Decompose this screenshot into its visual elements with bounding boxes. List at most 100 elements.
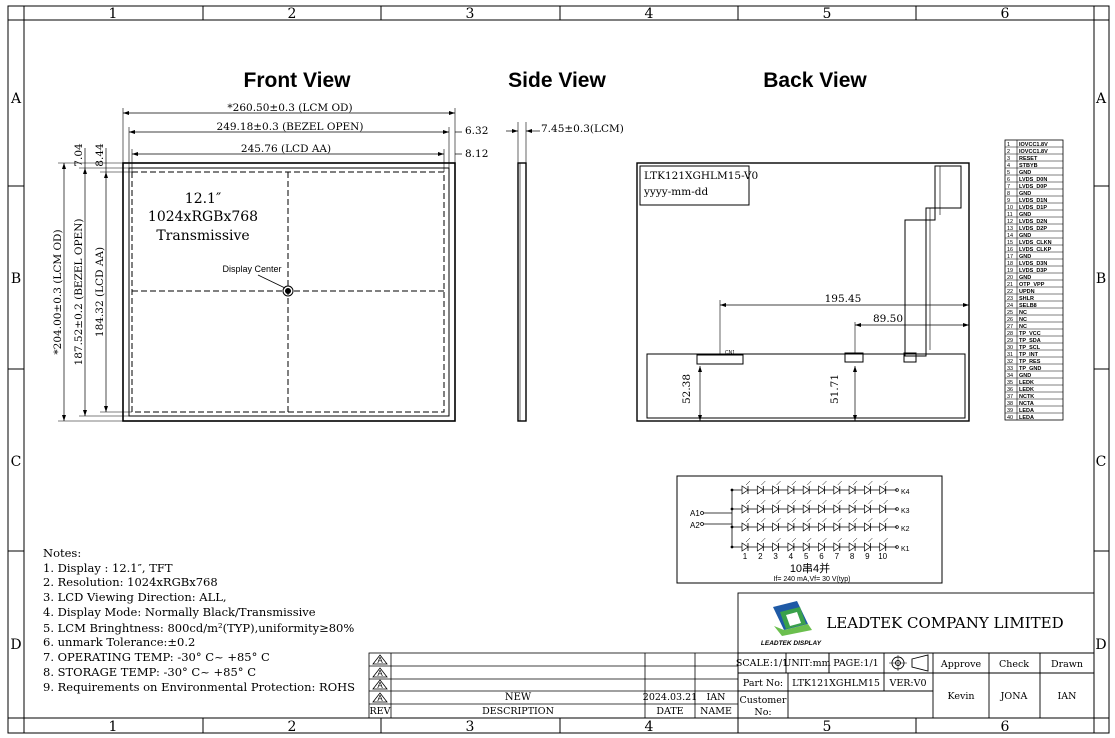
pin-number: 25 [1007,310,1013,316]
spec-mode: Transmissive [156,228,249,244]
led-diode-icon [787,504,795,514]
cathode-label: K3 [901,508,910,515]
pin-name: GND [1019,212,1031,218]
dim-thickness: 7.45±0.3(LCM) [541,123,624,135]
pin-name: IOVCC1.8V [1019,149,1048,155]
col-label: 4 [645,6,654,22]
pin-name: SELB8 [1019,303,1037,309]
check-name: JONA [1000,691,1028,702]
pin-number: 26 [1007,317,1013,323]
note-item: 3. LCD Viewing Direction: ALL, [43,590,227,604]
led-index: 9 [865,552,870,561]
pin-name: LVDS_D2N [1019,219,1047,225]
approve-name: Kevin [948,691,975,702]
pin-name: LVDS_D0P [1019,184,1047,190]
pin-name: UPDN [1019,289,1035,295]
row-label: C [11,454,22,470]
side-view [506,122,540,422]
led-diode-icon [741,485,749,495]
pin-name: NC [1019,317,1027,323]
revision-triangles [372,654,388,703]
led-diode-icon [756,485,764,495]
led-diode-icon [756,504,764,514]
pin-number: 27 [1007,324,1013,330]
side-dim-arrows [512,129,532,133]
pin-name: TP_SCL [1019,345,1041,351]
dim-bezel-open-height: 187.52±0.2 (BEZEL OPEN) [73,219,85,366]
led-diode-icon [864,504,872,514]
led-diode-icon [833,485,841,495]
led-diode-icon [864,522,872,532]
led-diode-icon [741,542,749,552]
pin-name: GND [1019,233,1031,239]
pin-number: 1 [1007,142,1010,148]
dim-lcd-aa-width: 245.76 (LCD AA) [241,143,331,155]
scale-field: SCALE:1/1 [736,658,788,669]
dim-connector-y2: 51.71 [829,374,841,404]
dim-lcd-aa-height: 184.32 (LCD AA) [94,247,106,337]
col-label: 4 [645,719,654,735]
pin-number: 10 [1007,205,1013,211]
rev-date: 2024.03.21 [643,692,697,703]
pin-name: LVDS_D0N [1019,177,1047,183]
company-logo: LEADTEK DISPLAY [761,601,822,647]
pin-name: GND [1019,170,1031,176]
row-label: A [1095,91,1107,107]
pin-name: NCTA [1019,401,1034,407]
led-diode-icon [772,485,780,495]
led-index: 1 [743,552,748,561]
back-outline [636,162,970,422]
dim-right-top-1: 6.32 [465,125,488,137]
dim-bezel-open-width: 249.18±0.3 (BEZEL OPEN) [217,121,364,133]
led-diode-icon [787,542,795,552]
pin-name: GND [1019,275,1031,281]
led-diode-icon [833,542,841,552]
dim-connector-y: 52.38 [681,374,693,404]
pin-name: LEDA [1019,408,1034,414]
dim-left-top-2: 8.44 [94,143,106,167]
pin-number: 18 [1007,261,1013,267]
pin-number: 14 [1007,233,1013,239]
pin-name: GND [1019,254,1031,260]
pin-number: 37 [1007,394,1013,400]
col-label: 2 [288,719,297,735]
pin-number: 15 [1007,240,1013,246]
pin-name: LVDS_D2P [1019,226,1047,232]
connector-small-2 [903,352,917,363]
led-diode-icon [818,522,826,532]
pin-number: 2 [1007,149,1010,155]
pin-number: 20 [1007,275,1013,281]
pin-number: 5 [1007,170,1010,176]
version-field: VER:V0 [888,678,926,689]
pin-number: 16 [1007,247,1013,253]
check-header: Check [999,659,1029,670]
led-diode-icon [772,542,780,552]
pin-name: OTP_VPP [1019,282,1045,288]
led-diode-icon [802,522,810,532]
pin-name: LVDS_D1N [1019,198,1047,204]
rev-mark: A [377,669,383,678]
led-diode-icon [772,522,780,532]
pin-name: TP_SDA [1019,338,1041,344]
rev-mark: A [377,681,383,690]
led-diode-icon [848,485,856,495]
pin-name: TP_VCC [1019,331,1041,337]
lcm-outline [122,162,456,422]
back-label-box [639,165,750,206]
led-diode-icon [833,504,841,514]
pin-number: 8 [1007,191,1010,197]
pin-number: 9 [1007,198,1010,204]
back-label-date: yyyy-mm-dd [643,186,708,198]
rev-new: NEW [505,692,532,703]
note-item: 7. OPERATING TEMP: -30° C~ +85° C [43,650,270,664]
desc-header: DESCRIPTION [482,706,554,717]
col-label: 5 [823,6,832,22]
pin-name: LEDK [1019,380,1034,386]
connector-label: CN1 [725,350,735,356]
approve-header: Approve [940,659,982,670]
fpc-cable [904,165,962,357]
side-outline [517,162,527,422]
pin-number: 17 [1007,254,1013,260]
